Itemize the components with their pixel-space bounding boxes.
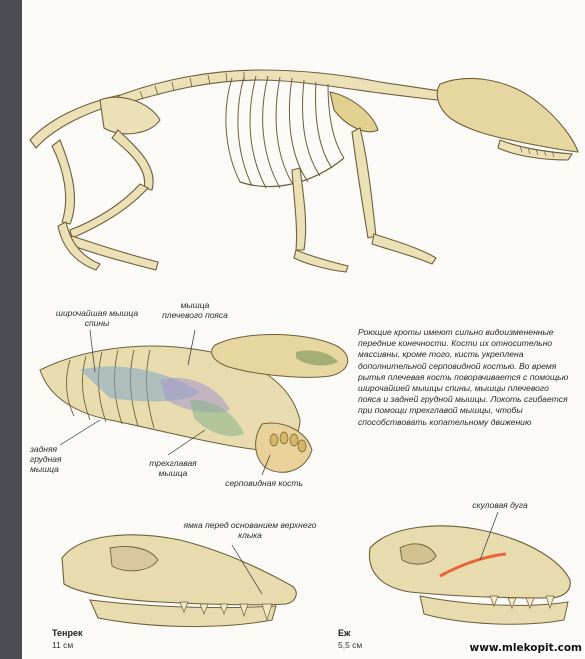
caption-text: Роющие кроты имеют сильно видоизмененные… xyxy=(358,327,572,428)
tenrec-name: Тенрек xyxy=(52,628,83,638)
label-posterior-pectoral: задняя грудная мышца xyxy=(30,444,86,474)
tenrec-size: 11 см xyxy=(52,640,73,650)
tenrec-skull xyxy=(62,535,296,627)
hedgehog-name: Еж xyxy=(338,628,350,638)
hedgehog-size: 5,5 см xyxy=(338,640,362,650)
label-latissimus: широчайшая мышца спины xyxy=(52,308,142,328)
label-zygomatic-arch: скуловая дуга xyxy=(460,500,540,510)
label-shoulder-girdle: мышца плечевого пояса xyxy=(160,300,230,320)
mole-skeleton xyxy=(30,70,578,272)
hedgehog-skull xyxy=(369,512,570,624)
watermark: www.mlekopit.com xyxy=(467,641,585,655)
label-triceps: трехглавая мышца xyxy=(138,458,208,478)
mole-forelimb-muscle-diagram xyxy=(40,330,348,475)
label-canine-pit: ямка перед основанием верхнего клыка xyxy=(180,520,320,540)
label-falciform-bone: серповидная кость xyxy=(222,478,306,488)
